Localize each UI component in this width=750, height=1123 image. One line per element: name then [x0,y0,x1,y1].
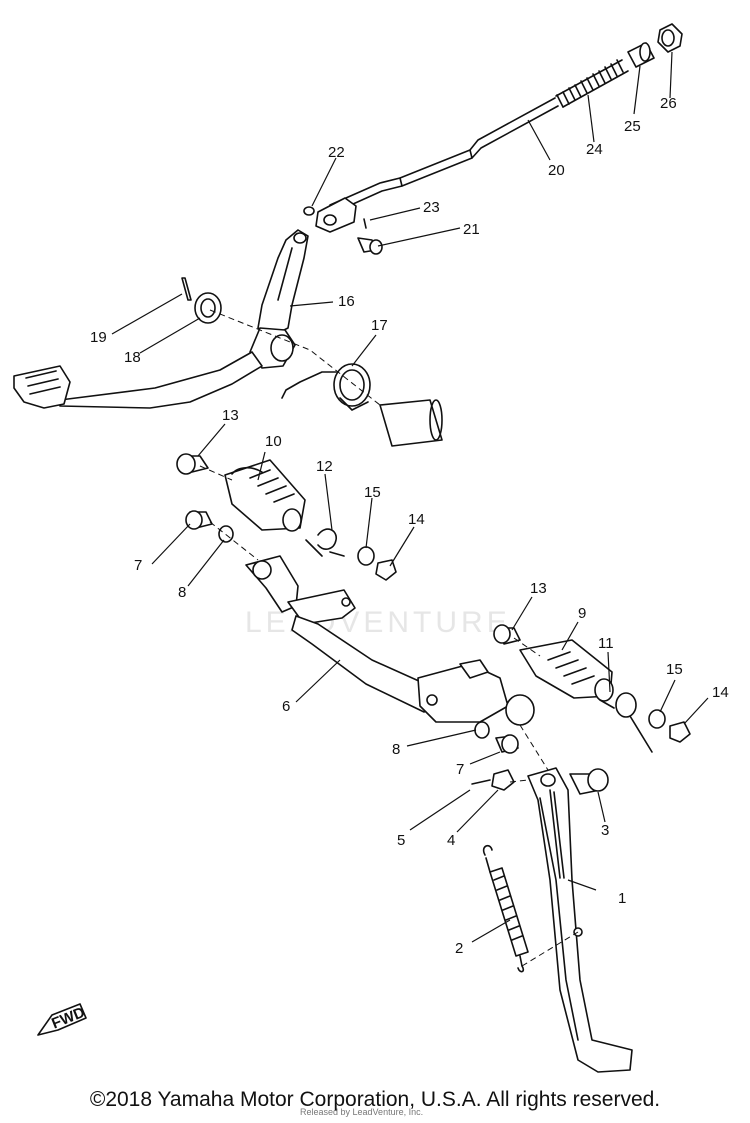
callout-10: 10 [265,433,282,450]
callout-22: 22 [328,144,345,161]
callouts: 1 2 3 4 5 6 7 7 8 8 9 10 11 12 13 13 14 … [90,95,729,957]
pedal-washer [194,292,222,324]
callout-11: 11 [598,635,614,652]
stand-cotter-pin-5 [471,779,491,785]
nut-14b [669,721,691,743]
pedal-cotter-pin [181,277,192,301]
brake-pedal [13,229,309,409]
callout-7-left: 7 [134,557,142,574]
rod-clevis [315,197,357,233]
brake-rod [329,97,559,214]
svg-text:FWD: FWD [49,1004,87,1033]
return-spring [281,363,371,411]
left-footrest [224,459,306,532]
footrest-bolt-13a [176,453,209,475]
callout-15-right: 15 [666,661,683,678]
overlay-note: Released by LeadVenture, Inc. [300,1107,423,1117]
clevis-washer [303,206,315,216]
callout-19: 19 [90,329,107,346]
fwd-arrow-icon: FWD [37,1003,87,1036]
callout-16: 16 [338,293,355,310]
callout-18: 18 [124,349,141,366]
washer-15a [357,546,375,566]
callout-15-left: 15 [364,484,381,501]
callout-2: 2 [455,940,463,957]
stand-nut-4 [491,769,515,791]
footrest-spring-12 [305,528,345,557]
callout-26: 26 [660,95,677,112]
leader-lines [111,51,709,943]
callout-17: 17 [371,317,388,334]
callout-6: 6 [282,698,290,715]
nut-14a [375,559,397,581]
pivot-sleeve [379,399,443,447]
frame-washer-8b [474,721,490,739]
watermark: LEADVENTURE [245,606,511,639]
frame-bolt-7a [185,510,213,530]
adjusting-nut [627,42,655,68]
side-stand [527,767,633,1073]
footrest-bolt-13b [493,624,521,645]
callout-5: 5 [397,832,405,849]
callout-3: 3 [601,822,609,839]
cotter-pin [363,218,367,229]
callout-25: 25 [624,118,641,135]
callout-4: 4 [447,832,455,849]
callout-12: 12 [316,458,333,475]
callout-20: 20 [548,162,565,179]
callout-8-left: 8 [178,584,186,601]
callout-14-right: 14 [712,684,729,701]
callout-14-left: 14 [408,511,425,528]
joint-pin-nut [657,23,683,53]
callout-23: 23 [423,199,440,216]
footrest-spring-11 [599,692,653,753]
callout-13-right: 13 [530,580,547,597]
frame-washer-8a [218,525,234,543]
callout-13-top: 13 [222,407,239,424]
callout-21: 21 [463,221,480,238]
callout-9: 9 [578,605,586,622]
frame-bolt-7b [495,734,519,754]
copyright-notice: ©2018 Yamaha Motor Corporation, U.S.A. A… [89,1088,661,1111]
callout-8-right: 8 [392,741,400,758]
right-footrest [519,639,614,702]
callout-24: 24 [586,141,603,158]
stand-spring-2 [482,844,529,973]
callout-1: 1 [618,890,626,907]
brake-rod-spring [555,59,629,108]
stand-pivot-bolt-3 [569,768,609,795]
footrest-bar [245,555,535,726]
clevis-pin [357,237,383,255]
callout-7-right: 7 [456,761,464,778]
washer-15b [648,709,666,729]
